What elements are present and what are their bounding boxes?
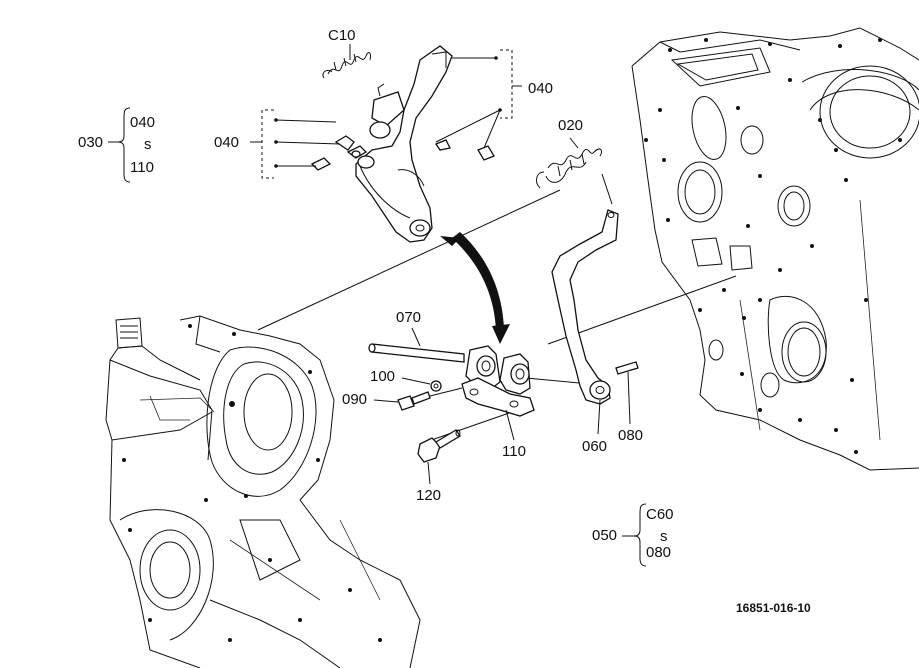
label-070: 070 <box>396 309 421 326</box>
shaft-and-boss <box>368 343 535 463</box>
label-060: 060 <box>582 438 607 455</box>
label-040-left: 040 <box>214 134 239 151</box>
bracket-040-top <box>500 49 522 119</box>
group-bracket-050 <box>633 503 647 567</box>
bracket-040-left <box>250 109 274 179</box>
engine-block-right <box>631 27 919 471</box>
housing-left <box>105 315 421 668</box>
label-050-from: C60 <box>646 506 674 523</box>
drawing-code: 16851-016-10 <box>736 601 811 615</box>
label-090: 090 <box>342 391 367 408</box>
label-050-to: 080 <box>646 544 671 561</box>
label-020: 020 <box>558 117 583 134</box>
label-040-top: 040 <box>528 80 553 97</box>
label-120: 120 <box>416 487 441 504</box>
label-030-to: 110 <box>130 159 154 176</box>
label-030: 030 <box>78 134 103 151</box>
label-050: 050 <box>592 527 617 544</box>
label-c10: C10 <box>328 27 356 44</box>
label-080: 080 <box>618 427 643 444</box>
label-100: 100 <box>370 368 395 385</box>
clutch-fork-assembly <box>274 45 502 243</box>
label-030-from: 040 <box>130 114 155 131</box>
group-bracket-030 <box>117 107 131 183</box>
label-030-sep: s <box>144 136 152 153</box>
return-spring-020 <box>536 137 613 205</box>
part-labels: C10 040 040 020 030 040 s 110 070 100 09… <box>78 27 811 615</box>
clutch-lever-060 <box>551 209 639 405</box>
label-110: 110 <box>502 443 526 460</box>
assembly-arrow <box>440 232 510 344</box>
label-050-sep: s <box>660 528 668 545</box>
